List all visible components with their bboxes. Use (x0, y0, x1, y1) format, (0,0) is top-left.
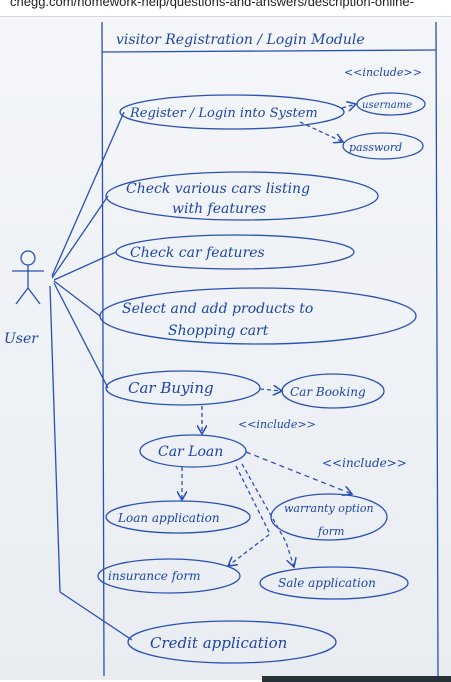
usecase-car-buying (105, 370, 261, 406)
select-products-text-1: Select and add products to (122, 301, 313, 317)
check-features-text: Check car features (130, 245, 265, 261)
include-label-buying: <<include>> (238, 418, 316, 431)
include-label-register: <<include>> (344, 66, 422, 79)
actor-associations (49, 111, 133, 641)
usecase-register-login (119, 94, 345, 130)
usecase-password (342, 132, 424, 160)
check-cars-text-1: Check various cars listing (126, 181, 310, 197)
car-booking-text: Car Booking (290, 385, 366, 399)
username-text: username (362, 100, 412, 111)
register-login-text: Register / Login into System (129, 106, 318, 121)
usecase-credit-application (127, 620, 337, 664)
usecase-check-car-features (115, 234, 355, 270)
usecase-warranty-option (270, 493, 388, 541)
bottom-dark-bar (262, 676, 451, 682)
usecase-select-add-products (99, 287, 417, 345)
include-dependencies (182, 104, 356, 567)
include-label-loan: <<include>> (322, 456, 407, 470)
select-products-text-2: Shopping cart (168, 323, 269, 339)
warranty-text-2: form (317, 525, 344, 538)
usecase-insurance-form (97, 558, 241, 594)
actor-label: User (4, 331, 39, 347)
system-title: visitor Registration / Login Module (116, 32, 365, 48)
usecase-car-loan (139, 434, 247, 468)
usecase-sale-application (259, 566, 409, 600)
car-buying-text: Car Buying (128, 379, 214, 397)
browser-url-bar[interactable]: chegg.com/homework-help/questions-and-an… (0, 0, 451, 17)
user-actor-icon (12, 250, 44, 305)
check-cars-text-2: with features (172, 201, 266, 217)
usecase-check-cars-listing (105, 171, 379, 221)
loan-application-text: Loan application (117, 511, 220, 525)
credit-application-text: Credit application (150, 634, 287, 652)
car-loan-text: Car Loan (158, 444, 223, 460)
url-text: chegg.com/homework-help/questions-and-an… (10, 0, 414, 9)
password-text: password (349, 141, 402, 154)
system-boundary (101, 21, 439, 677)
warranty-text-1: warranty option (284, 502, 374, 515)
sale-application-text: Sale application (278, 576, 376, 590)
insurance-form-text: insurance form (108, 569, 201, 583)
